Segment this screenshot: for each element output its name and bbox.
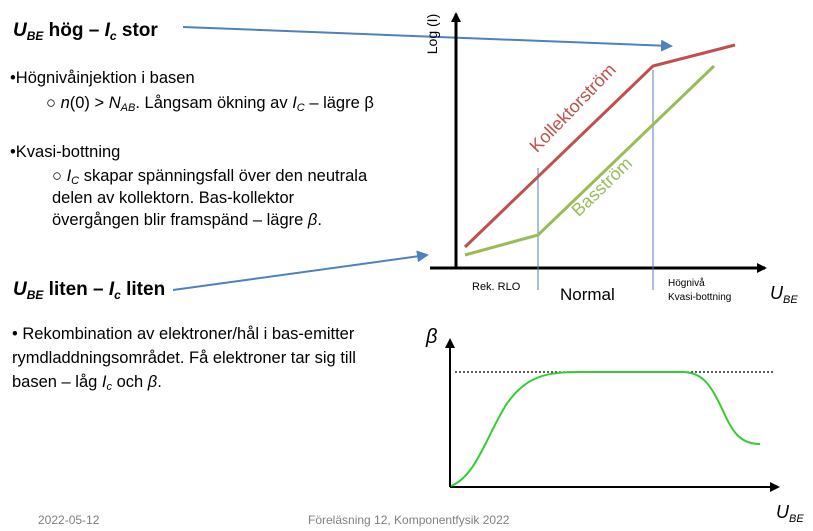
pointer-arrow-low: [172, 250, 429, 291]
pointer-arrow-high: [182, 26, 673, 52]
sub-bullet-high-injection: ○ n(0) > NAB. Långsam ökning av IC – läg…: [46, 94, 374, 114]
collector-current-line: [463, 43, 736, 249]
footer-date: 2022-05-12: [38, 513, 100, 527]
region-label-kvasi-bottning: Kvasi-bottning: [668, 292, 731, 303]
region-label-normal: Normal: [560, 285, 615, 304]
recombination-line-2: rymdladdningsområdet. Få elektroner tar …: [12, 349, 356, 367]
heading-low-injection: UBE liten – Ic liten: [13, 279, 166, 302]
bullet-quasi-saturation: •Kvasi-bottning: [10, 143, 121, 161]
recombination-line-1: • Rekombination av elektroner/hål i bas-…: [12, 325, 355, 343]
lower-chart-x-label: UBE: [776, 502, 804, 525]
region-label-rek-rlo: Rek. RLO: [472, 281, 521, 293]
bullet-high-injection: •Högnivåinjektion i basen: [10, 69, 195, 87]
base-current-label: Basström: [568, 153, 637, 220]
heading-high-injection: UBE hög – Ic stor: [13, 20, 158, 43]
upper-chart-x-label: UBE: [770, 283, 798, 306]
beta-curve: [450, 371, 761, 487]
lower-chart-y-label: β: [425, 326, 437, 348]
quasi-saturation-line-1: ○ IC skapar spänningsfall över den neutr…: [52, 167, 368, 187]
region-label-hognivå: Högnivå: [668, 277, 705, 289]
base-current-line: [464, 64, 716, 257]
upper-chart-y-label: Log (I): [424, 14, 440, 54]
footer-title: Föreläsning 12, Komponentfysik 2022: [308, 513, 510, 527]
quasi-saturation-line-2: delen av kollektorn. Bas-kollektor: [52, 189, 295, 207]
quasi-saturation-line-3: övergången blir framspänd – lägre β.: [52, 211, 322, 229]
recombination-line-3: basen – låg Ic och β.: [12, 373, 162, 393]
